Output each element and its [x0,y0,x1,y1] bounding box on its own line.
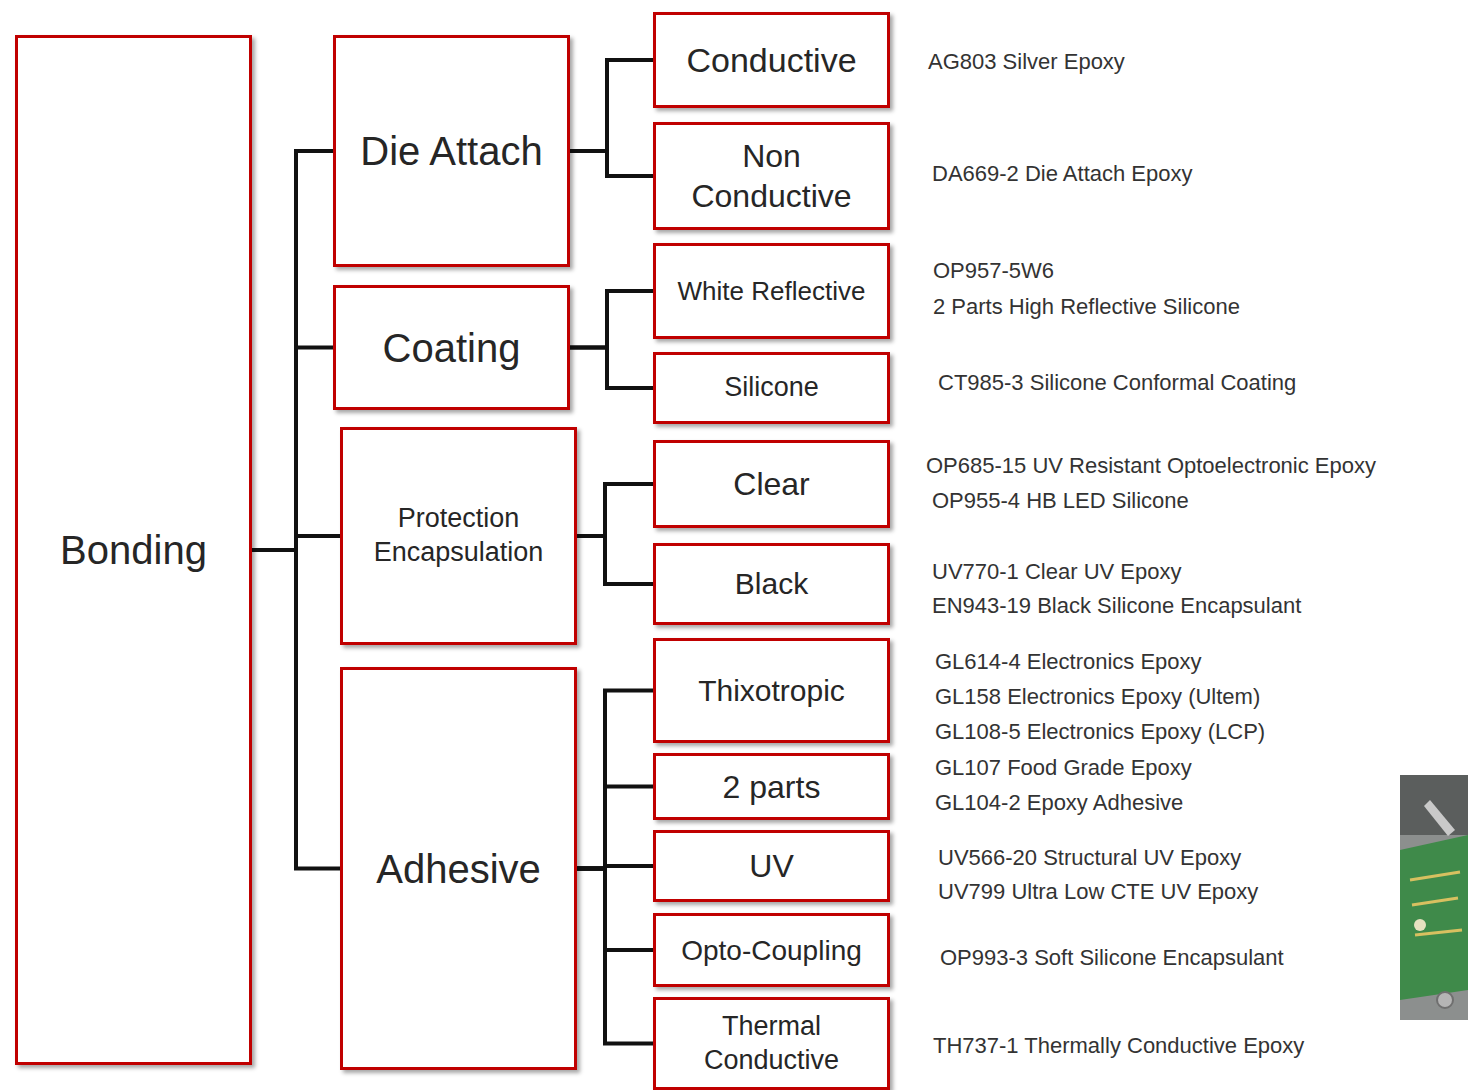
category-box: Non Conductive [653,122,890,230]
product-name: AG803 Silver Epoxy [928,49,1125,75]
board-photo [1400,775,1468,1020]
product-name: GL108-5 Electronics Epoxy (LCP) [935,719,1265,745]
node-label: Conductive [686,39,856,82]
tree-connector [577,869,653,951]
tree-connector [570,60,653,151]
tree-connector [252,348,333,551]
node-label: Silicone [724,371,819,405]
category-box: Die Attach [333,35,570,267]
photo-machine [1400,775,1468,835]
category-box: Clear [653,440,890,528]
product-name: OP685-15 UV Resistant Optoelectronic Epo… [926,453,1376,479]
category-box: UV [653,830,890,902]
category-box: Opto-Coupling [653,913,890,987]
product-name: DA669-2 Die Attach Epoxy [932,161,1192,187]
photo-pcb [1400,835,1468,1000]
product-name: OP993-3 Soft Silicone Encapsulant [940,945,1284,971]
root-box: Bonding [15,35,252,1065]
tree-connector [570,348,653,389]
tree-connector [577,484,653,536]
photo-screw [1437,992,1453,1008]
node-label: Protection Encapsulation [353,502,564,570]
tree-connector [577,787,653,869]
product-name: GL104-2 Epoxy Adhesive [935,790,1183,816]
node-label: Bonding [60,525,207,575]
category-box: Black [653,543,890,625]
photo-background [1400,775,1468,1020]
product-name: OP957-5W6 [933,258,1054,284]
tree-connector [252,151,333,550]
category-box: 2 parts [653,753,890,820]
tree-connector [570,291,653,348]
node-label: Black [735,565,808,603]
node-label: Adhesive [376,844,541,894]
product-name: UV770-1 Clear UV Epoxy [932,559,1181,585]
category-box: Coating [333,285,570,410]
category-box: Thixotropic [653,638,890,743]
product-name: UV566-20 Structural UV Epoxy [938,845,1241,871]
node-label: Non Conductive [666,136,877,216]
category-box: Conductive [653,12,890,108]
product-name: GL158 Electronics Epoxy (Ultem) [935,684,1260,710]
product-name: EN943-19 Black Silicone Encapsulant [932,593,1301,619]
tree-connector [252,536,340,550]
product-name: 2 Parts High Reflective Silicone [933,294,1240,320]
tree-connector [577,869,653,1044]
product-name: GL107 Food Grade Epoxy [935,755,1192,781]
tree-connector [577,536,653,584]
product-name: TH737-1 Thermally Conductive Epoxy [933,1033,1304,1059]
node-label: Die Attach [360,126,542,176]
category-box: Protection Encapsulation [340,427,577,645]
category-box: Thermal Conductive [653,997,890,1090]
category-box: Adhesive [340,667,577,1070]
product-name: OP955-4 HB LED Silicone [932,488,1189,514]
node-label: Clear [733,464,809,504]
photo-pad [1414,919,1426,931]
node-label: Coating [383,323,521,373]
photo-needle [1424,800,1455,836]
node-label: UV [749,846,793,886]
product-name: CT985-3 Silicone Conformal Coating [938,370,1296,396]
node-label: Thixotropic [698,672,845,710]
photo-traces [1410,872,1462,935]
node-label: 2 parts [723,767,821,807]
product-name: GL614-4 Electronics Epoxy [935,649,1202,675]
tree-connector [570,151,653,176]
tree-connector [252,550,340,869]
category-box: White Reflective [653,243,890,339]
node-label: White Reflective [678,275,866,308]
product-name: UV799 Ultra Low CTE UV Epoxy [938,879,1258,905]
tree-connector [577,691,653,869]
category-box: Silicone [653,352,890,424]
node-label: Opto-Coupling [681,933,862,968]
node-label: Thermal Conductive [666,1010,877,1078]
